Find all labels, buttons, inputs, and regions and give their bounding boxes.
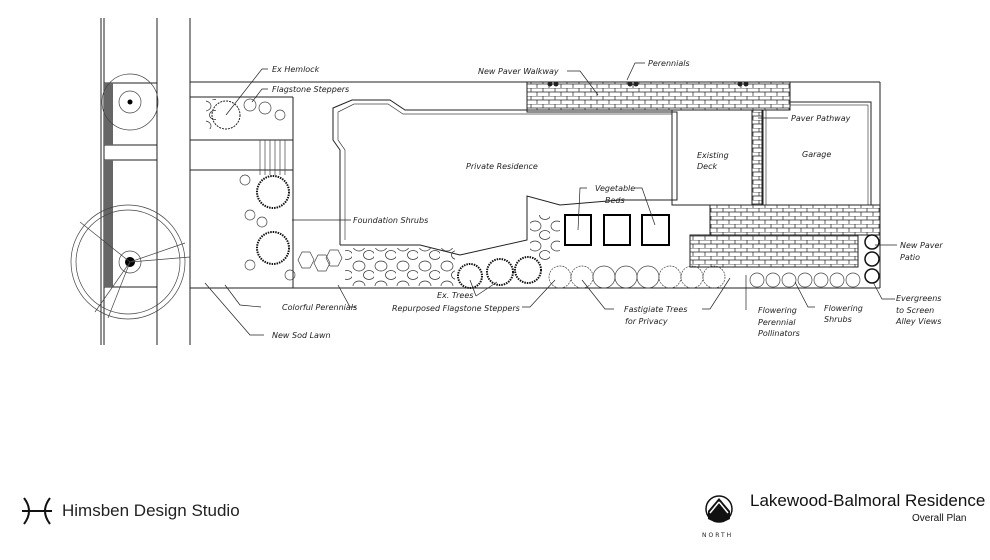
house-outline [332,99,678,256]
paver-pathway [751,109,763,211]
north-label: NORTH [702,532,734,539]
planting-symbols [211,81,880,289]
property-lines [190,81,881,289]
label-existing-deck-2: Deck [697,162,717,171]
label-garage: Garage [802,150,831,159]
label-ex-trees: Ex. Trees [437,291,473,300]
boulevard-planters [103,82,158,288]
vegetable-beds [564,214,670,246]
label-vegetable-beds-1: Vegetable [595,184,635,193]
label-evergreens-3: Alley Views [895,317,941,326]
studio-logo-icon [22,497,52,525]
label-ex-hemlock: Ex Hemlock [272,65,320,74]
flagstone-steppers [206,99,216,129]
label-fastigiate-1: Fastigiate Trees [624,305,687,314]
front-steps [259,140,286,175]
label-flowering-perennial-3: Pollinators [758,329,800,338]
north-arrow-icon [705,495,733,523]
label-flowering-shrubs-2: Shrubs [824,315,852,324]
label-private-residence: Private Residence [466,162,538,171]
label-flagstone-steppers: Flagstone Steppers [272,85,349,94]
street-tree-large [70,204,191,320]
project-title: Lakewood-Balmoral Residence [750,491,986,510]
label-colorful-perennials: Colorful Perennials [282,303,357,312]
new-paver-walkway [526,81,791,111]
label-paver-pathway: Paver Pathway [791,114,851,123]
studio-name: Himsben Design Studio [62,501,240,520]
repurposed-flagstone-steppers [345,248,455,286]
plan-labels: Ex Hemlock Flagstone Steppers New Paver … [272,59,943,340]
label-flowering-perennial-2: Perennial [758,318,796,327]
street-tree-small [101,73,159,131]
street-lines [100,18,191,345]
new-paver-patio [709,204,881,236]
label-new-paver-patio-2: Patio [900,253,920,262]
label-vegetable-beds-2: Beds [605,196,625,205]
label-flowering-shrubs-1: Flowering [824,304,863,313]
label-perennials: Perennials [648,59,690,68]
label-evergreens-1: Evergreens [896,294,941,303]
label-evergreens-2: to Screen [896,306,934,315]
label-repurposed-flagstone: Repurposed Flagstone Steppers [392,304,520,313]
sheet-title: Overall Plan [912,513,967,524]
label-new-paver-patio-1: New Paver [900,241,943,250]
label-new-sod-lawn: New Sod Lawn [272,331,331,340]
label-leaders [204,62,897,336]
label-foundation-shrubs: Foundation Shrubs [353,216,428,225]
studio-branding: Himsben Design Studio [20,496,240,526]
label-fastigiate-2: for Privacy [625,317,668,326]
label-flowering-perennial-1: Flowering [758,306,797,315]
label-existing-deck-1: Existing [697,151,729,160]
label-new-paver-walkway: New Paver Walkway [478,67,559,76]
